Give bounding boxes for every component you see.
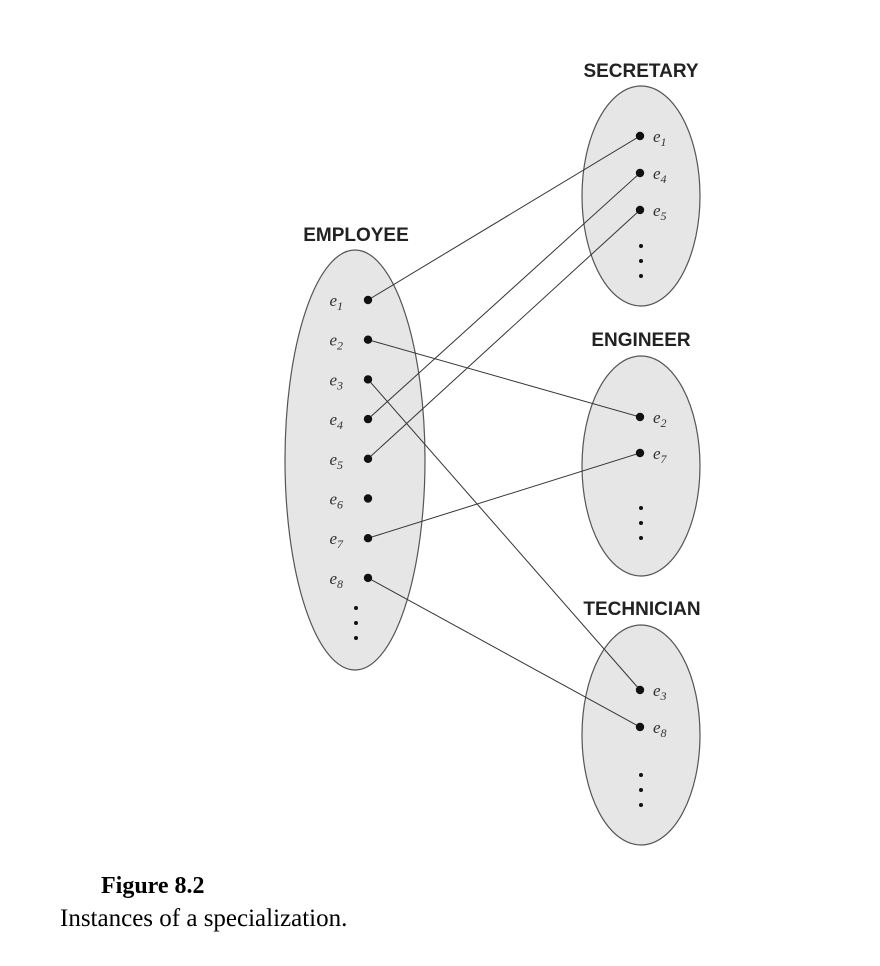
engineer-element-e7-label: e7 — [653, 444, 668, 466]
technician-continuation-dots — [639, 773, 643, 807]
secretary-element-e4-dot — [635, 168, 645, 178]
engineer-set-title: ENGINEER — [591, 330, 691, 351]
employee-element-e6-label: e6 — [329, 490, 343, 512]
link-employee-e5-to-secretary-e5 — [367, 209, 641, 460]
employee-element-e3-label: e3 — [329, 370, 343, 392]
employee-continuation-dots — [354, 606, 358, 640]
secretary-element-e5-dot — [635, 205, 645, 215]
link-employee-e8-to-technician-e8 — [367, 577, 641, 728]
employee-element-e6-dot — [363, 494, 373, 503]
technician-set-ellipse — [581, 624, 701, 846]
employee-set-ellipse — [284, 249, 426, 671]
secretary-element-e1-label: e1 — [653, 127, 667, 149]
figure-caption: Instances of a specialization. — [60, 905, 348, 932]
engineer-element-e7-dot — [635, 448, 645, 458]
employee-element-e3-dot — [363, 375, 373, 384]
links-layer — [367, 135, 641, 728]
link-employee-e2-to-engineer-e2 — [367, 339, 641, 418]
secretary-set-title: SECRETARY — [583, 61, 698, 82]
employee-element-e2-dot — [363, 335, 373, 344]
employee-element-e8-dot — [363, 573, 373, 583]
technician-element-e8-dot — [635, 722, 645, 732]
engineer-set-ellipse — [581, 355, 701, 577]
technician-element-e8-label: e8 — [653, 718, 667, 740]
employee-element-e7-dot — [363, 534, 373, 543]
secretary-element-e1-dot — [635, 131, 645, 141]
employee-element-e4-dot — [363, 414, 373, 424]
employee-element-e1-label: e1 — [329, 291, 343, 313]
technician-element-e3-dot — [635, 685, 645, 695]
technician-set-title: TECHNICIAN — [583, 599, 700, 620]
engineer-element-e2-dot — [635, 412, 645, 422]
employee-element-e2-label: e2 — [329, 331, 343, 353]
secretary-continuation-dots — [639, 244, 643, 278]
elements-layer: e1 e2 e3 e4 e5 e6 e7 e8 e1 e4 e5 e2 e7 e3 e8 — [329, 127, 667, 740]
secretary-element-e5-label: e5 — [653, 201, 667, 223]
employee-element-e5-dot — [363, 454, 373, 463]
secretary-element-e4-label: e4 — [653, 164, 667, 186]
employee-set-title: EMPLOYEE — [303, 225, 409, 246]
employee-element-e1-dot — [363, 295, 373, 305]
specialization-diagram: EMPLOYEE SECRETARY ENGINEER TECHNICIAN e… — [284, 61, 701, 846]
link-employee-e7-to-engineer-e7 — [367, 452, 641, 539]
employee-element-e8-label: e8 — [329, 569, 343, 591]
figure-number: Figure 8.2 — [101, 873, 205, 899]
engineer-continuation-dots — [639, 506, 643, 540]
secretary-set-ellipse — [581, 85, 701, 307]
engineer-element-e2-label: e2 — [653, 408, 667, 430]
employee-element-e5-label: e5 — [329, 450, 343, 472]
link-employee-e3-to-technician-e3 — [367, 379, 641, 691]
employee-element-e7-label: e7 — [329, 529, 344, 551]
link-employee-e1-to-secretary-e1 — [367, 135, 641, 301]
technician-element-e3-label: e3 — [653, 681, 667, 703]
employee-element-e4-label: e4 — [329, 410, 343, 432]
link-employee-e4-to-secretary-e4 — [367, 172, 641, 420]
